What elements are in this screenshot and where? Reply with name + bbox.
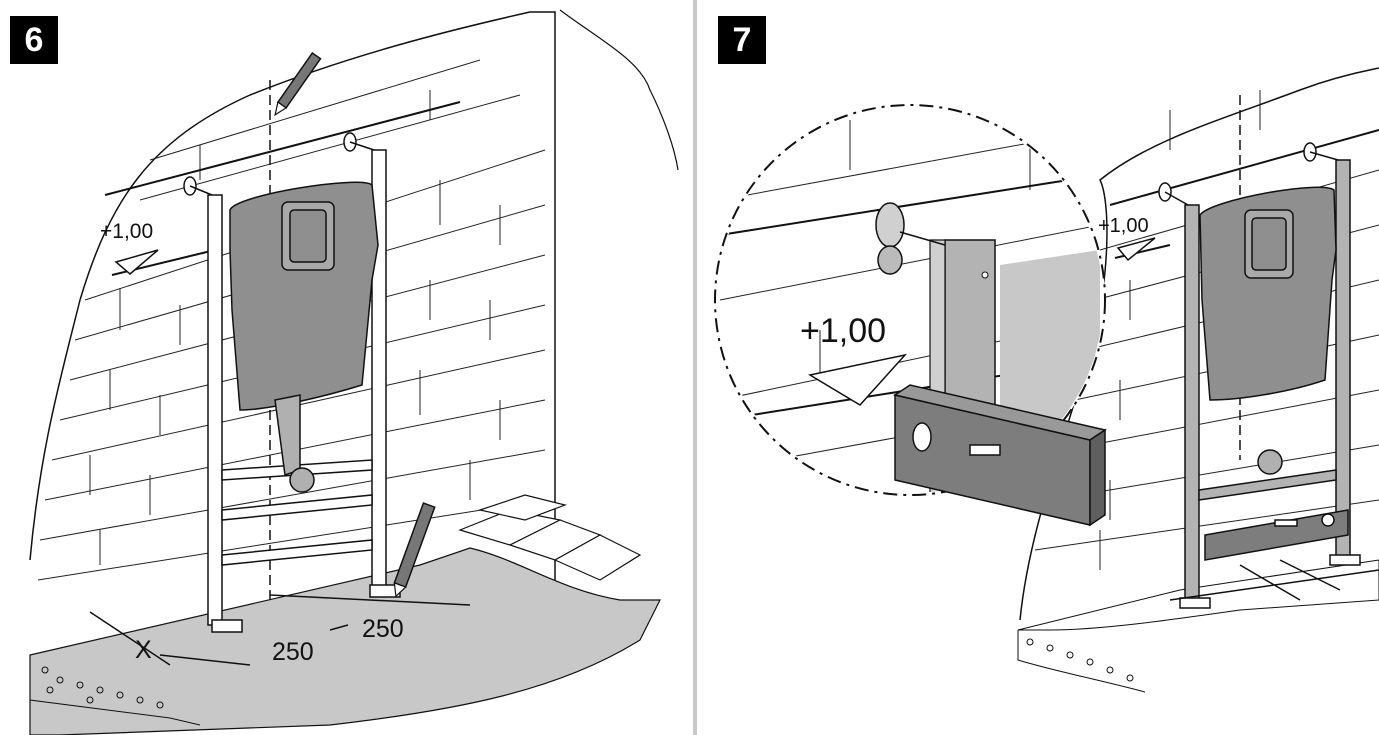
floor-marks bbox=[1169, 559, 1379, 601]
mark-line-top bbox=[104, 101, 461, 196]
wall-anchor-right bbox=[343, 132, 375, 152]
mark-line-top bbox=[1109, 129, 1379, 206]
panel-divider bbox=[693, 0, 697, 735]
floor bbox=[29, 547, 661, 735]
step-number-badge: 7 bbox=[718, 16, 766, 64]
flush-pipe bbox=[289, 467, 315, 493]
pencil-icon-top bbox=[274, 51, 322, 117]
side-wall-outline bbox=[559, 9, 679, 171]
wall-anchor-left bbox=[1158, 182, 1189, 206]
wall-anchor-left bbox=[183, 176, 213, 196]
wall-anchor bbox=[875, 202, 946, 275]
wall-outline bbox=[29, 11, 556, 640]
floor-rubble bbox=[1017, 630, 1146, 693]
level-triangle bbox=[1116, 237, 1156, 262]
level-mark-label: +1,00 bbox=[100, 220, 153, 243]
cistern-tank bbox=[229, 181, 379, 493]
dimension-lines bbox=[89, 594, 471, 666]
floor-tiles bbox=[458, 494, 642, 581]
pencil-icon-bottom bbox=[393, 502, 436, 598]
level-triangle bbox=[114, 249, 159, 275]
step-6-panel: +1,00 bbox=[10, 9, 679, 735]
spirit-level-icon bbox=[1204, 509, 1349, 561]
step-number-badge: 6 bbox=[10, 16, 58, 64]
level-triangle bbox=[807, 353, 908, 406]
floor-rubble bbox=[29, 655, 201, 726]
mark-line-top bbox=[719, 174, 1101, 236]
cistern-tank bbox=[1199, 186, 1337, 475]
flush-pipe bbox=[1257, 449, 1283, 475]
installation-frame bbox=[1179, 159, 1361, 609]
wall-anchor-right bbox=[1303, 142, 1339, 162]
dimension-a-label: 250 bbox=[272, 638, 314, 666]
spirit-level-detail-icon bbox=[893, 384, 1107, 527]
level-mark-label: +1,00 bbox=[1098, 215, 1149, 237]
step-6-illustration: +1,00 bbox=[29, 9, 679, 735]
step-7-illustration: +1,00 bbox=[714, 67, 1379, 693]
dimension-b-label: 250 bbox=[362, 615, 404, 643]
level-mark-detail-label: +1,00 bbox=[800, 312, 886, 350]
detail-magnifier: +1,00 bbox=[714, 104, 1107, 527]
dimension-x-label: X bbox=[135, 636, 152, 664]
step-7-panel: +1,00 bbox=[700, 0, 1379, 735]
installation-frame bbox=[207, 149, 401, 633]
